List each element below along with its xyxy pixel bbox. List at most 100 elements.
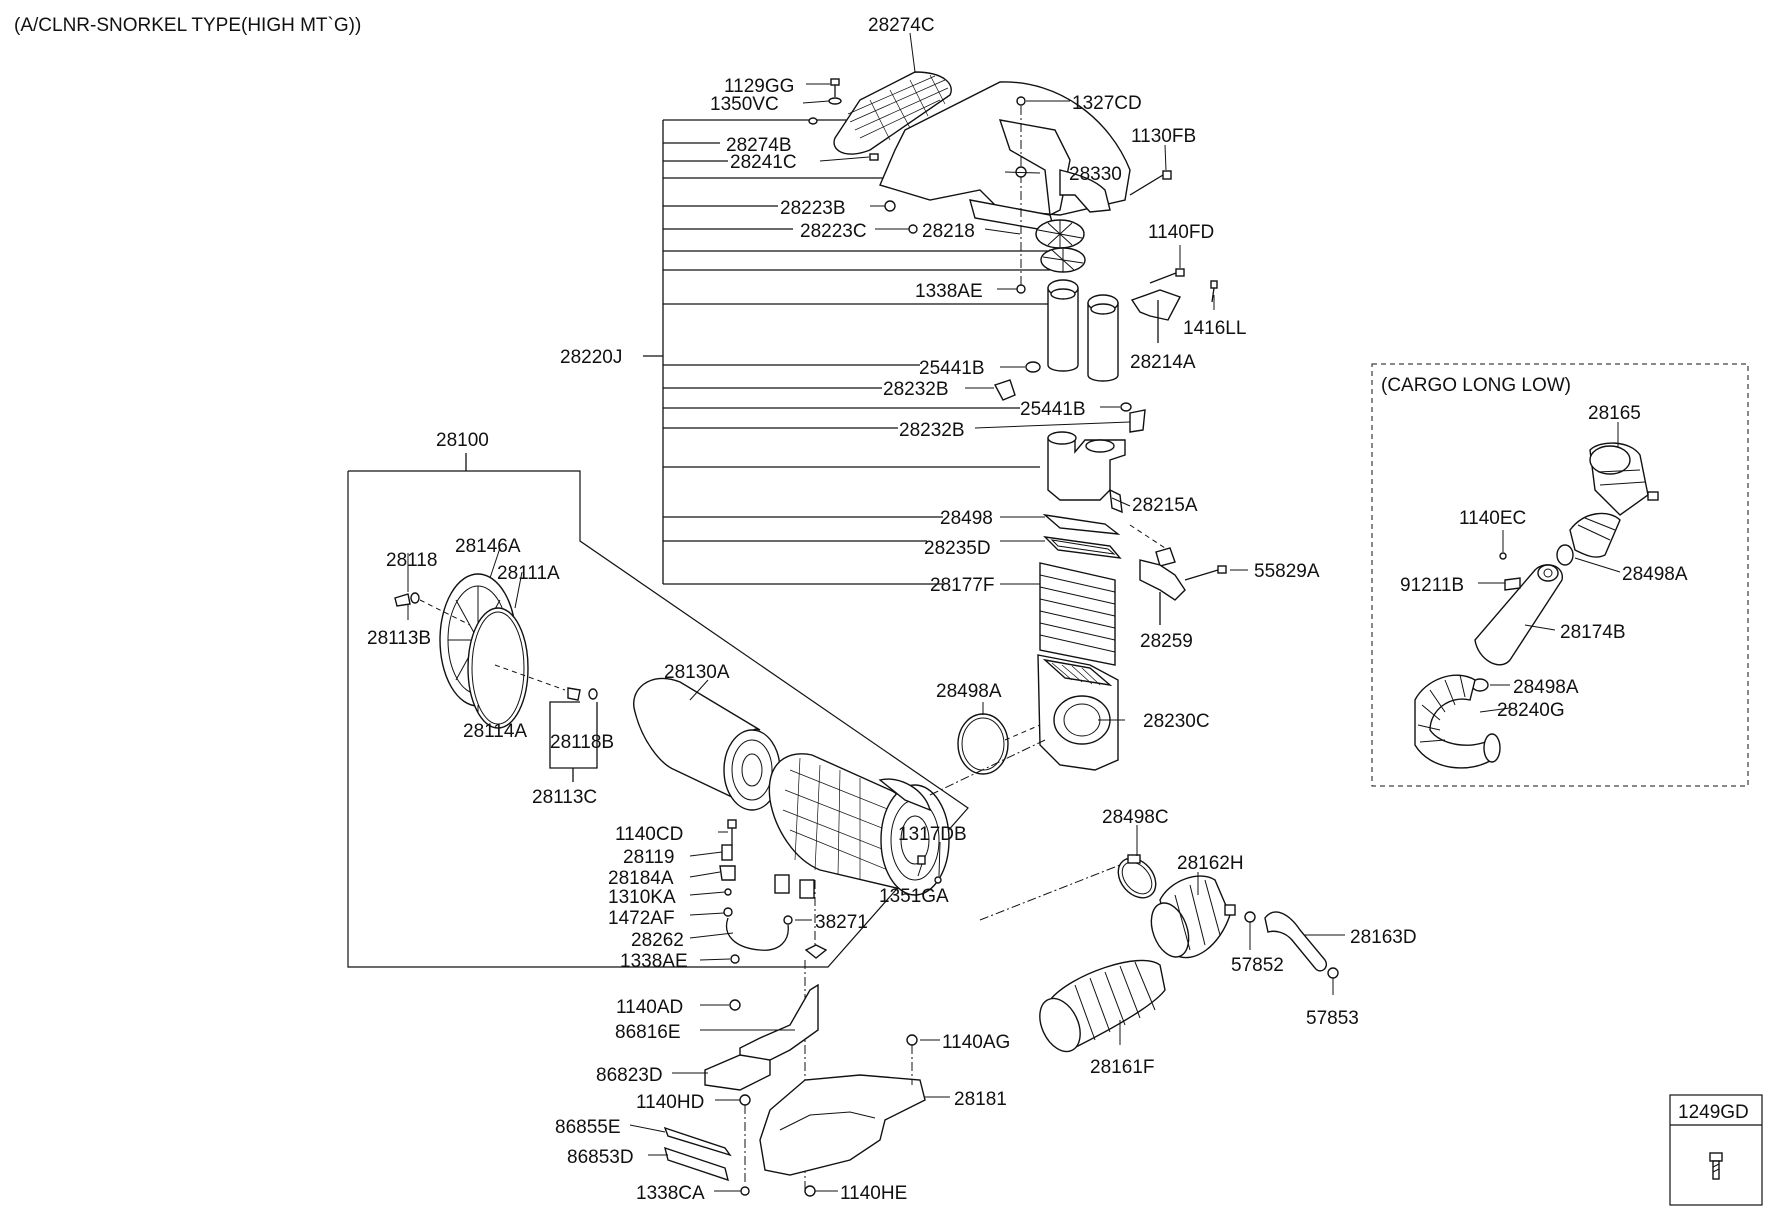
- hose-28162H: [1150, 875, 1236, 959]
- cap-28165: [1589, 442, 1659, 516]
- label-28274B: 28274B: [726, 135, 792, 156]
- label-28114A: 28114A: [463, 721, 527, 742]
- tube-28174B: [1474, 564, 1563, 666]
- bolt-1130FB: [1129, 170, 1172, 196]
- nut-1327CD: [1016, 96, 1026, 106]
- label-25441B-a: 25441B: [919, 358, 985, 379]
- hose-28163D: [1264, 911, 1327, 972]
- label-57852: 57852: [1231, 955, 1284, 976]
- bracket-28214A: [1130, 289, 1181, 321]
- bolt-1140HE: [804, 1185, 816, 1197]
- label-28113B: 28113B: [367, 628, 431, 649]
- clip-28241C: [869, 153, 879, 161]
- label-86816E: 86816E: [615, 1022, 681, 1043]
- label-28100: 28100: [436, 430, 489, 451]
- bolt-1416LL: [1210, 280, 1218, 303]
- nut-1317DB: [934, 876, 942, 884]
- label-28161F: 28161F: [1090, 1057, 1154, 1078]
- label-28113C: 28113C: [532, 787, 597, 808]
- label-1338AE-bottom: 1338AE: [620, 951, 688, 972]
- nut-1338CA: [740, 1186, 750, 1196]
- nut-1338AE-top: [1016, 284, 1026, 294]
- clamp-28498A-inset-1: [1556, 544, 1574, 566]
- sensor-28119: [721, 844, 733, 861]
- air-cleaner-body: [768, 753, 950, 899]
- label-86823D: 86823D: [596, 1065, 663, 1086]
- bellows-28161F: [1039, 959, 1166, 1053]
- hose-inset-upper: [1569, 512, 1621, 558]
- clip-28118B: [567, 687, 598, 701]
- bellows-28177F: [1039, 562, 1116, 666]
- label-28330: 28330: [1069, 164, 1122, 185]
- strip-86853D: [664, 1146, 729, 1182]
- label-1140HE: 1140HE: [840, 1183, 907, 1204]
- bolt-icon: [1709, 1152, 1723, 1180]
- ring-28111A: [467, 607, 529, 729]
- label-55829A: 55829A: [1254, 561, 1320, 582]
- label-38271: 38271: [815, 912, 868, 933]
- label-91211B: 91211B: [1400, 575, 1464, 596]
- label-86853D: 86853D: [567, 1147, 634, 1168]
- clip-38271: [783, 915, 793, 925]
- label-28118B: 28118B: [550, 732, 614, 753]
- nut-1338AE-bottom: [730, 954, 740, 964]
- seal-57853: [1327, 967, 1339, 979]
- bracket-28184A: [719, 865, 736, 881]
- leader-lines: [407, 32, 1621, 1192]
- legend-box-1249GD: 1249GD: [1669, 1094, 1763, 1206]
- label-25441B-b: 25441B: [1020, 399, 1086, 420]
- label-1310KA: 1310KA: [608, 887, 676, 908]
- label-28177F: 28177F: [930, 575, 994, 596]
- hose-28240G: [1414, 674, 1501, 769]
- label-28223C: 28223C: [800, 221, 867, 242]
- label-1130FB: 1130FB: [1131, 126, 1196, 147]
- tube-28232B-a: [993, 379, 1016, 401]
- bracket-91211B: [1504, 577, 1521, 591]
- clip-1140EC: [1499, 552, 1507, 560]
- label-1472AF: 1472AF: [608, 908, 675, 929]
- label-28232B-a: 28232B: [883, 379, 949, 400]
- bolt-1140AD: [729, 999, 741, 1011]
- plate-86823D: [704, 1054, 771, 1091]
- hose-28262: [725, 917, 789, 951]
- label-28241C: 28241C: [730, 152, 797, 173]
- label-28240G: 28240G: [1497, 700, 1565, 721]
- label-28259: 28259: [1140, 631, 1193, 652]
- label-1140EC: 1140EC: [1459, 508, 1526, 529]
- label-28235D: 28235D: [924, 538, 991, 559]
- bolt-55829A: [1184, 565, 1227, 581]
- manifold: [1047, 437, 1126, 501]
- bolt-1140FD: [1149, 268, 1185, 284]
- label-28163D: 28163D: [1350, 927, 1417, 948]
- label-28214A: 28214A: [1130, 352, 1196, 373]
- label-28274C: 28274C: [868, 15, 935, 36]
- label-28262: 28262: [631, 930, 684, 951]
- filter-element-28130A: [633, 677, 781, 811]
- inset-cargo-long-low: [1371, 363, 1749, 787]
- label-1317DB: 1317DB: [898, 824, 967, 845]
- label-28130A: 28130A: [664, 662, 730, 683]
- bracket-86816E: [739, 983, 819, 1066]
- label-1140AD: 1140AD: [616, 997, 683, 1018]
- label-28232B-b: 28232B: [899, 420, 965, 441]
- inset-title: (CARGO LONG LOW): [1381, 375, 1571, 396]
- bolt-1140HD: [739, 1094, 751, 1106]
- label-28181: 28181: [954, 1089, 1007, 1110]
- label-28230C: 28230C: [1143, 711, 1210, 732]
- bolt-1140AG: [906, 1034, 918, 1046]
- clip-28113B: [394, 592, 420, 607]
- strip-86855E: [663, 1126, 732, 1157]
- clamp-28498C: [1117, 854, 1157, 899]
- label-86855E: 86855E: [555, 1117, 621, 1138]
- label-28218: 28218: [922, 221, 975, 242]
- bracket-28259: [1139, 559, 1186, 601]
- label-28162H: 28162H: [1177, 853, 1244, 874]
- label-28165: 28165: [1588, 403, 1641, 424]
- seal-25441B-b: [1120, 402, 1132, 412]
- label-1140CD: 1140CD: [615, 824, 683, 845]
- part-labels: 28274C 1129GG 1350VC 1327CD 1130FB 28274…: [367, 15, 1688, 1204]
- nut-28223B: [884, 200, 896, 212]
- seal-28498: [1042, 513, 1121, 535]
- fan-28218: [1035, 219, 1086, 273]
